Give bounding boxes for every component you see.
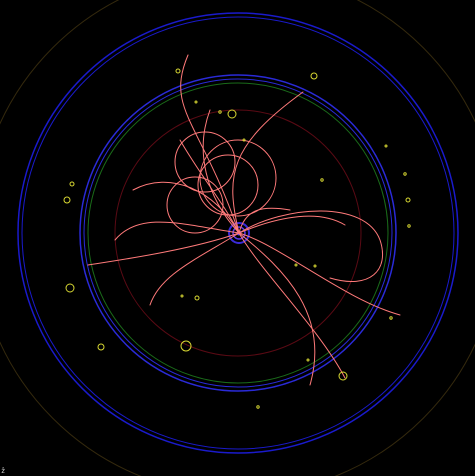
hit-marker	[194, 295, 200, 301]
track	[232, 91, 304, 234]
track	[132, 181, 240, 234]
inner-tracker-ring	[114, 109, 362, 357]
inner-calorimeter-ring	[79, 74, 397, 392]
track-loop	[199, 139, 277, 217]
hit-marker	[194, 100, 198, 104]
hit-marker	[310, 72, 318, 80]
track	[238, 207, 291, 234]
hit-marker	[403, 172, 407, 176]
hit-marker	[218, 110, 222, 114]
hit-marker	[320, 178, 324, 182]
track	[238, 232, 401, 316]
axis-indicator: ẑ	[1, 467, 6, 475]
hit-marker	[180, 294, 184, 298]
track	[179, 139, 240, 234]
hit-marker	[306, 358, 310, 362]
hit-marker	[242, 138, 246, 142]
tracks	[87, 54, 401, 386]
hit-marker	[227, 109, 237, 119]
hit-marker	[338, 371, 348, 381]
track-loop	[174, 131, 236, 193]
track	[202, 109, 240, 234]
hit-marker	[175, 68, 181, 74]
hit-marker	[294, 263, 298, 267]
track	[238, 215, 346, 234]
hit-marker	[97, 343, 105, 351]
outer-calorimeter-ring	[17, 12, 459, 454]
curling-tracks	[166, 131, 277, 234]
tracker-boundary-ring	[87, 82, 389, 384]
hit-marker	[407, 224, 411, 228]
hit-marker	[65, 283, 75, 293]
track	[149, 232, 240, 306]
track	[238, 232, 346, 379]
track-loop	[197, 154, 259, 216]
hit-marker	[389, 316, 393, 320]
track	[238, 210, 384, 283]
hit-marker	[180, 340, 192, 352]
hit-marker	[384, 144, 388, 148]
hit-marker	[313, 264, 317, 268]
track	[238, 232, 316, 386]
track	[114, 221, 240, 241]
hit-marker	[63, 196, 71, 204]
track-loop	[166, 176, 224, 234]
hit-marker	[69, 181, 75, 187]
track	[87, 232, 240, 266]
hit-marker	[256, 405, 260, 409]
hit-marker	[405, 197, 411, 203]
track	[180, 54, 240, 234]
hits	[63, 68, 411, 409]
